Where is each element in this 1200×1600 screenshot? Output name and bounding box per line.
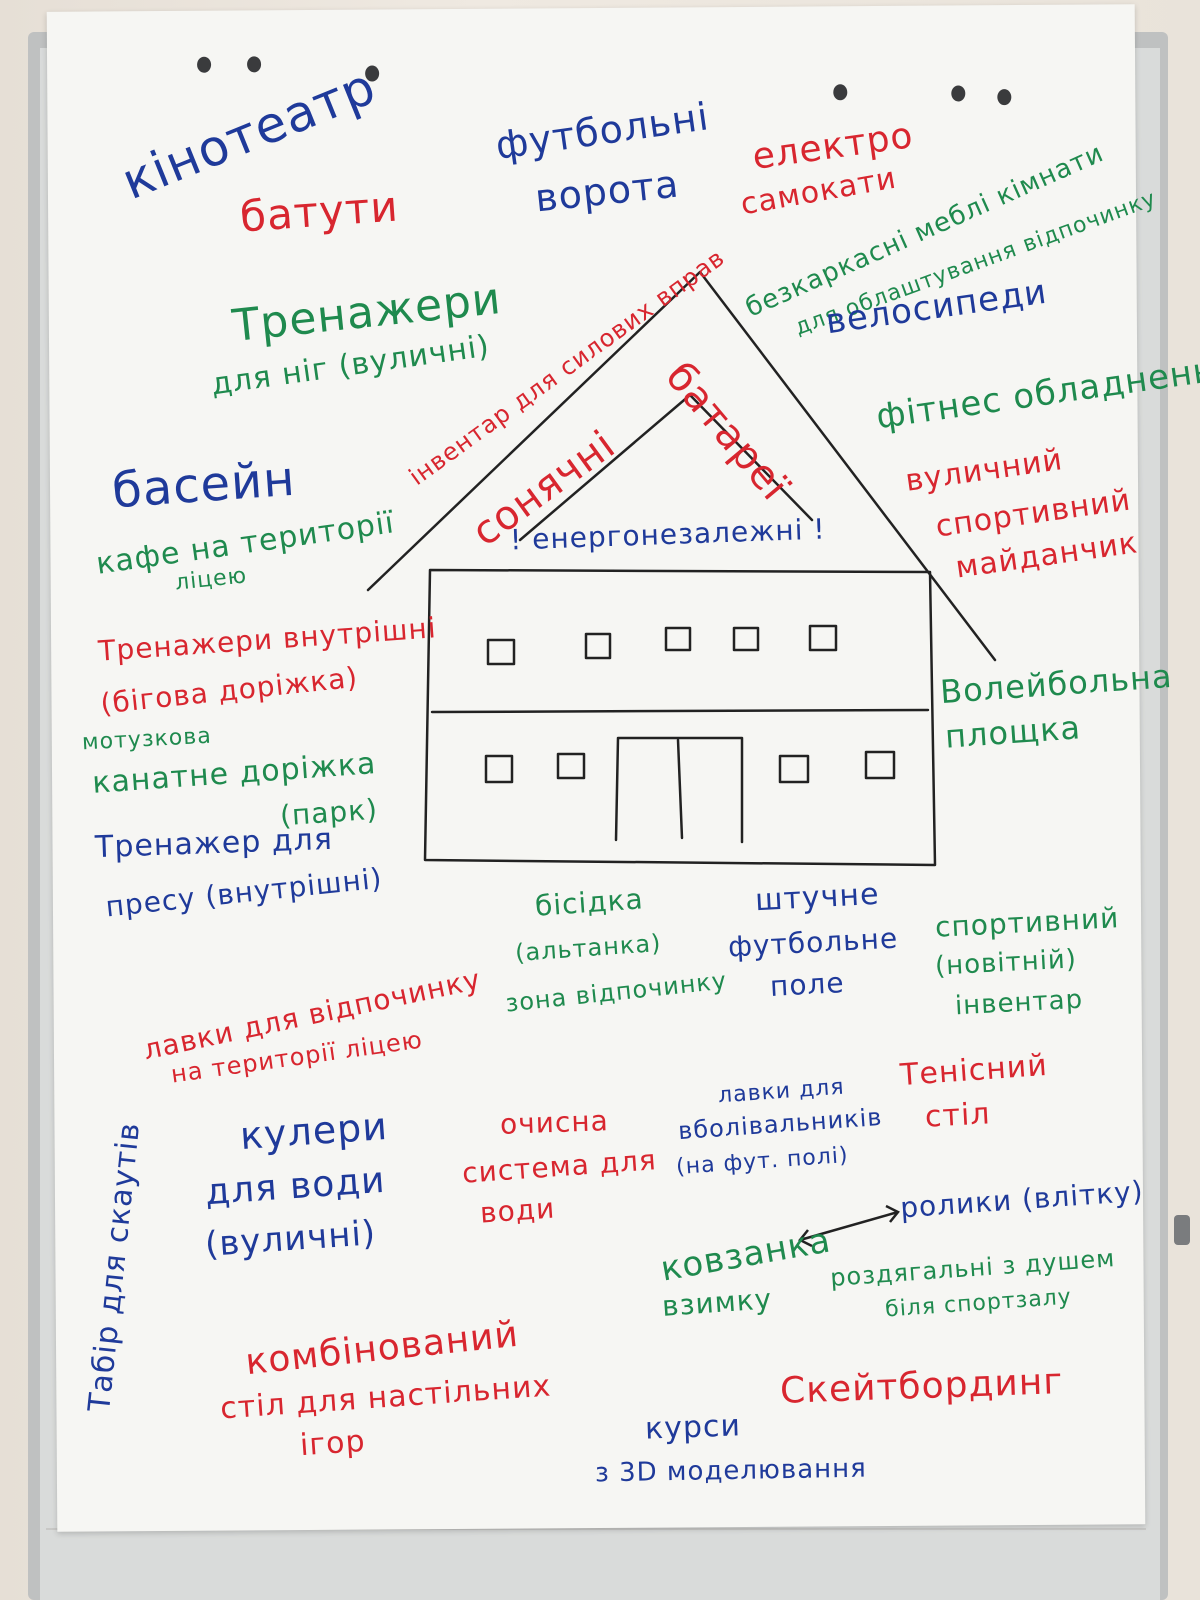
note-pole: поле bbox=[769, 966, 846, 1003]
window bbox=[778, 754, 810, 784]
note-shtuchne: штучне bbox=[754, 876, 881, 919]
window bbox=[732, 626, 760, 652]
window bbox=[664, 626, 692, 652]
note-stil: стіл bbox=[924, 1096, 992, 1135]
note-inventar-s: інвентар bbox=[954, 984, 1084, 1022]
note-basein: басейн bbox=[110, 450, 298, 520]
floor-divider bbox=[430, 708, 930, 714]
window bbox=[864, 750, 896, 780]
note-vody: води bbox=[478, 1191, 557, 1230]
note-ihor: ігор bbox=[298, 1423, 367, 1464]
note-3d: з 3D моделювання bbox=[594, 1453, 868, 1489]
window bbox=[484, 754, 514, 784]
paper-stack-edge bbox=[46, 1528, 1146, 1530]
note-bisedka: бісідка bbox=[533, 882, 645, 923]
note-kursy: курси bbox=[644, 1408, 742, 1447]
board-clip bbox=[1174, 1215, 1190, 1245]
house-outline bbox=[423, 568, 937, 867]
note-vzymku: взимку bbox=[660, 1282, 774, 1323]
window bbox=[808, 624, 838, 652]
window bbox=[584, 632, 612, 660]
window bbox=[486, 638, 516, 666]
window bbox=[556, 752, 586, 780]
note-batuty: батути bbox=[238, 181, 401, 242]
roof-inner bbox=[518, 393, 814, 542]
note-trenazher-presu: Тренажер для bbox=[94, 821, 334, 866]
arrow-double bbox=[798, 1204, 900, 1248]
note-ochysna: очисна bbox=[499, 1104, 610, 1141]
door bbox=[614, 736, 744, 844]
roof-outer bbox=[366, 270, 997, 662]
